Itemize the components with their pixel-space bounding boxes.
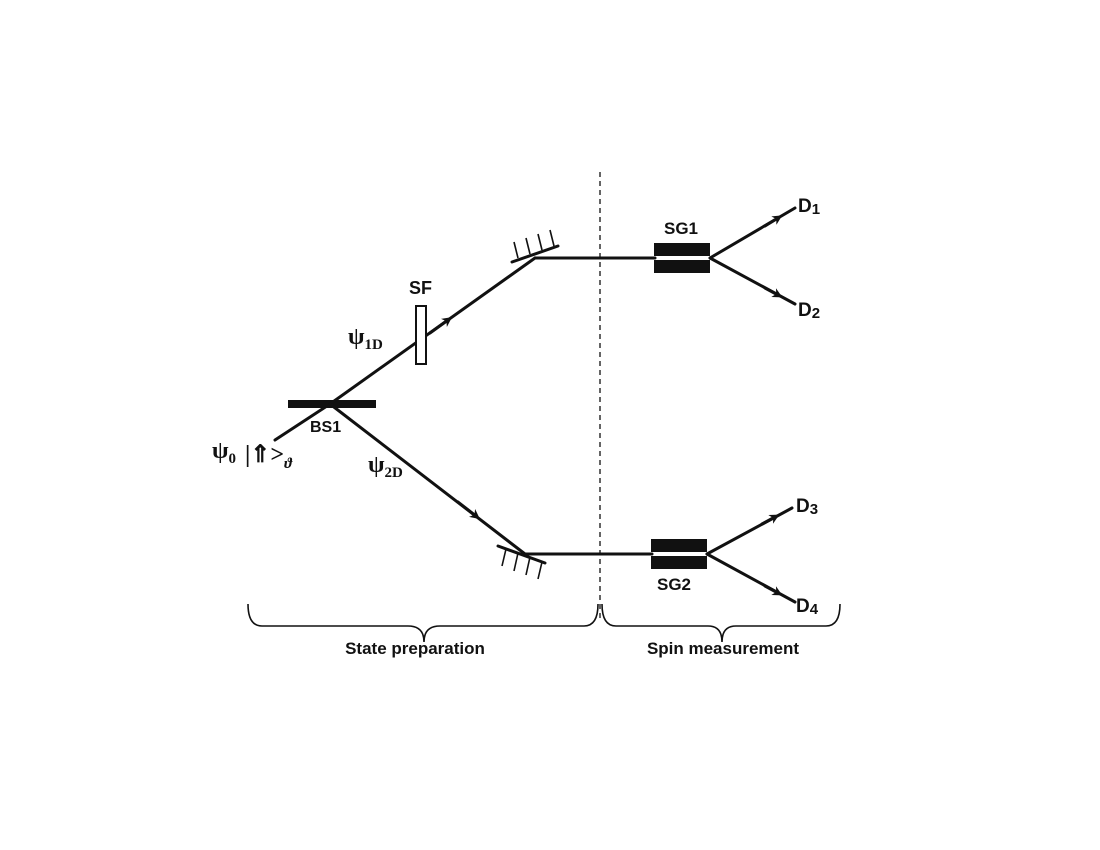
stern-gerlach-sg1 [654, 243, 710, 273]
lower-path-beam [328, 402, 527, 556]
spin-ket-subscript: ϑ [284, 456, 293, 472]
psi2-symbol: ψ [368, 452, 385, 478]
psi1-subscript: 1D [365, 337, 384, 353]
detector-d3: D3 [796, 496, 818, 518]
d4-subscript: 4 [810, 601, 819, 618]
d3-beam [705, 506, 794, 556]
psi0-symbol: ψ [212, 438, 229, 464]
lower-mirror [496, 544, 547, 580]
d1-subscript: 1 [812, 201, 820, 218]
upper-path-arrow [428, 317, 453, 335]
psi1-label: ψ1D [348, 324, 383, 353]
detector-d1: D1 [798, 196, 820, 218]
psi0-label: ψ0 [212, 438, 236, 467]
sf-label: SF [409, 278, 432, 298]
detector-d2: D2 [798, 300, 820, 322]
d4-arrow [763, 584, 783, 596]
psi0-subscript: 0 [229, 451, 237, 467]
d2-beam [708, 256, 797, 306]
stern-gerlach-sg2 [651, 539, 707, 569]
spin-ket: |⇑> [245, 442, 284, 468]
spin-measurement-label: Spin measurement [647, 639, 799, 658]
d1-beam [708, 206, 797, 260]
input-beam [273, 402, 332, 442]
d2-subscript: 2 [812, 305, 820, 322]
d1-letter: D [798, 196, 812, 217]
psi1-symbol: ψ [348, 324, 365, 350]
bs1-label: BS1 [310, 419, 341, 436]
state-preparation-brace [247, 603, 599, 643]
spin-flipper [415, 305, 427, 365]
detector-d4: D4 [796, 596, 819, 618]
d3-letter: D [796, 496, 810, 517]
d2-letter: D [798, 300, 812, 321]
d4-letter: D [796, 596, 810, 617]
d4-beam [705, 552, 797, 604]
d3-arrow [760, 514, 780, 526]
sg1-label: SG1 [664, 219, 698, 238]
upper-mirror [510, 229, 560, 264]
d1-arrow [763, 215, 783, 228]
d3-subscript: 3 [810, 501, 818, 518]
d2-arrow [763, 286, 783, 298]
sg2-label: SG2 [657, 575, 691, 594]
state-preparation-label: State preparation [345, 639, 485, 658]
psi2-label: ψ2D [368, 452, 403, 481]
lower-path-arrow [456, 500, 480, 520]
psi2-subscript: 2D [385, 465, 404, 481]
spin-ket-label: |⇑>ϑ [245, 442, 293, 472]
spin-measurement-brace [601, 603, 841, 643]
